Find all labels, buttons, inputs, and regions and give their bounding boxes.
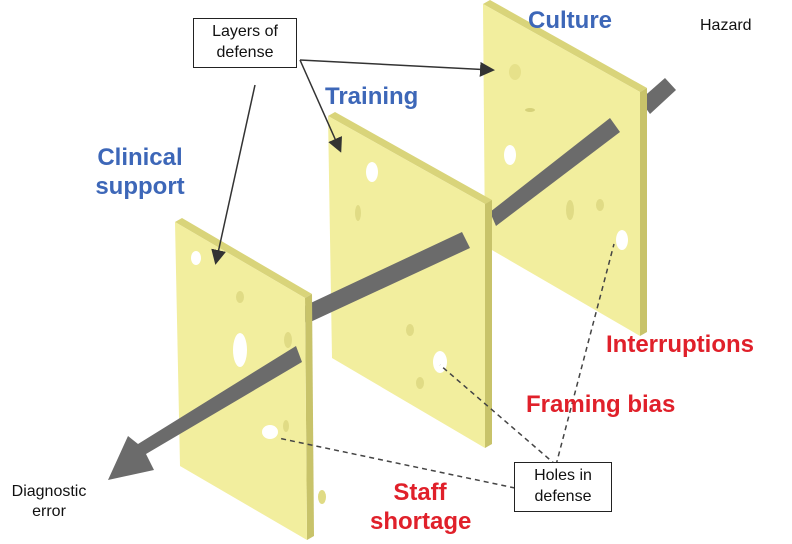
holes-in-defense-callout: Holes in defense (514, 462, 612, 512)
hazard-rod-back (640, 78, 676, 114)
label-line: Staff (393, 479, 447, 506)
callout-text: defense (534, 487, 592, 505)
layer-training-plate (328, 112, 492, 448)
diagnostic-error-label: Diagnostic error (0, 482, 98, 521)
layer-label-training: Training (325, 83, 419, 110)
hazard-rod-front (300, 232, 470, 324)
hole-label-staff-shortage: Staff shortage (370, 478, 472, 537)
label-line: error (32, 502, 66, 520)
label-line: Diagnostic (11, 483, 87, 500)
label-line: Clinical (97, 144, 183, 171)
layers-of-defense-callout: Layers of defense (193, 18, 297, 68)
holes-callout-lines (277, 243, 615, 489)
label-line: shortage (370, 508, 472, 536)
callout-text: Holes in (534, 467, 592, 484)
layers-callout-lines (211, 59, 495, 265)
layer-label-culture: Culture (528, 7, 612, 34)
hole-label-framing-bias: Framing bias (526, 391, 676, 418)
hazard-label: Hazard (700, 17, 752, 34)
label-line: support (95, 173, 185, 201)
hole-label-interruptions: Interruptions (606, 331, 754, 358)
callout-text: Layers of (212, 23, 278, 40)
hazard-rod-mid (490, 118, 620, 226)
diagnostic-error-arrow (108, 346, 302, 480)
callout-text: defense (216, 43, 274, 61)
layer-label-clinical-support: Clinical support (85, 143, 195, 202)
